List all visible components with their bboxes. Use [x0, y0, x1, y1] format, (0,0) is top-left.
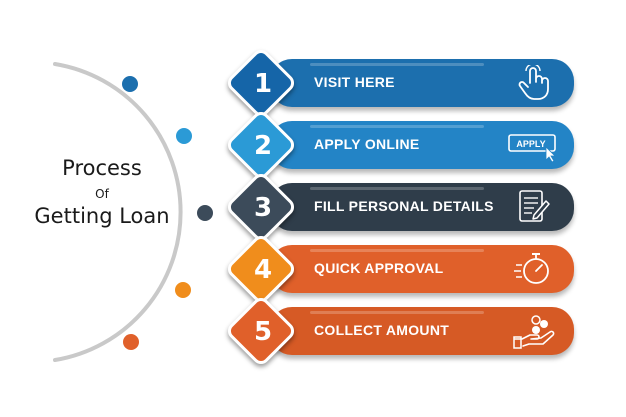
arc-dot-2 — [176, 128, 192, 144]
stopwatch-icon — [514, 253, 549, 284]
step-5-bar: COLLECT AMOUNT — [270, 307, 574, 355]
bar-highlight — [310, 125, 484, 128]
step-5-label: COLLECT AMOUNT — [314, 322, 450, 338]
step-1-label: VISIT HERE — [314, 74, 395, 90]
arc-dot-4 — [175, 282, 191, 298]
bar-highlight — [310, 63, 484, 66]
bar-highlight — [310, 249, 484, 252]
step-1-number: 1 — [253, 69, 273, 99]
step-4-number: 4 — [253, 255, 273, 285]
title-line-getting-loan: Getting Loan — [34, 204, 170, 228]
title-line-of: Of — [95, 187, 109, 201]
title-line-process: Process — [62, 156, 142, 180]
arc-dot-5 — [123, 334, 139, 350]
arc-dot-3 — [197, 205, 213, 221]
step-3-number: 3 — [253, 193, 273, 223]
step-1-bar: VISIT HERE — [270, 59, 574, 107]
apply-button-icon: APPLY — [508, 134, 556, 163]
arc-line — [53, 62, 183, 362]
step-2-bar: APPLY ONLINE APPLY — [270, 121, 574, 169]
bar-highlight — [310, 311, 484, 314]
hand-coins-icon — [513, 315, 555, 349]
step-3-label: FILL PERSONAL DETAILS — [314, 198, 494, 214]
document-edit-icon — [519, 190, 550, 222]
step-3-bar: FILL PERSONAL DETAILS — [270, 183, 574, 231]
step-2-label: APPLY ONLINE — [314, 136, 420, 152]
step-5-number: 5 — [253, 317, 273, 347]
bar-highlight — [310, 187, 484, 190]
step-4-bar: QUICK APPROVAL — [270, 245, 574, 293]
step-2-number: 2 — [253, 131, 273, 161]
arc-dot-1 — [122, 76, 138, 92]
hand-pointer-icon — [518, 65, 549, 100]
apply-icon-text: APPLY — [516, 139, 545, 149]
step-4-label: QUICK APPROVAL — [314, 260, 444, 276]
